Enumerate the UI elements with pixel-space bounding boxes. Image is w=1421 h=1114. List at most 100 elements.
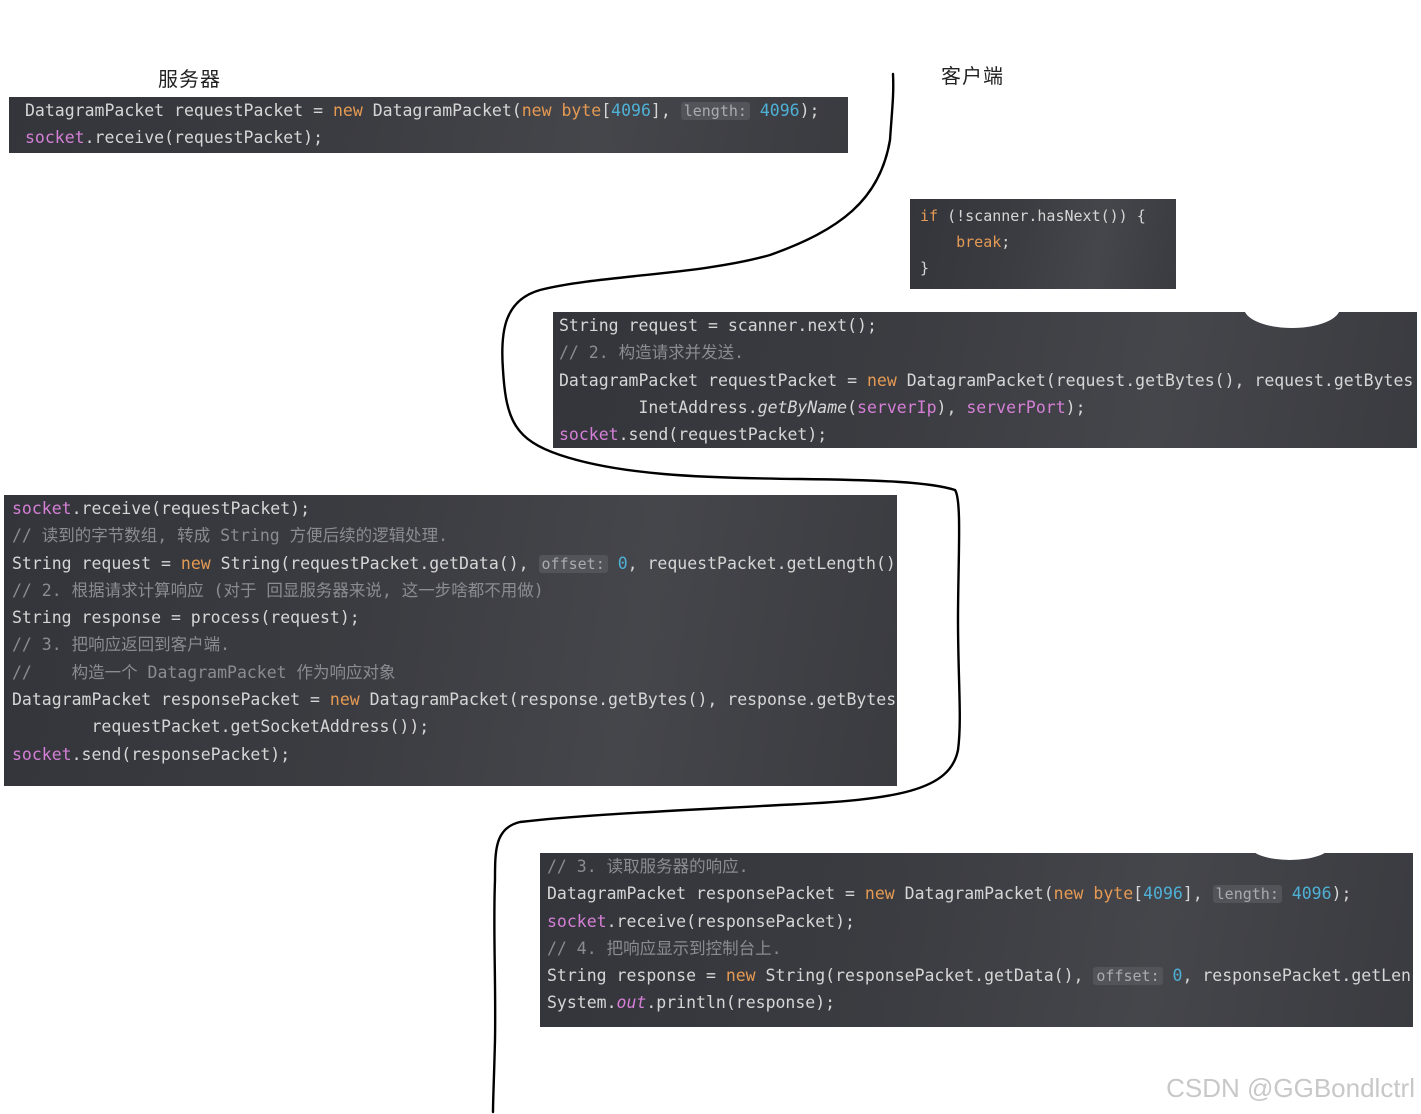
code-token: .receive(requestPacket); — [71, 499, 311, 518]
code-token — [1163, 966, 1173, 985]
code-token — [608, 554, 618, 573]
code-token: // 2. 构造请求并发送. — [559, 343, 745, 363]
code-token: 4096 — [1291, 884, 1332, 904]
code-token: new — [1053, 884, 1084, 904]
code-token: String(responsePacket.getData(), — [755, 966, 1094, 986]
code-line: String request = new String(requestPacke… — [12, 550, 897, 577]
code-token: DatagramPacket(response.getBytes(), resp… — [359, 690, 897, 710]
code-token: System. — [547, 993, 617, 1013]
decorative-bubble — [1250, 832, 1330, 860]
code-token: ); — [1065, 397, 1086, 417]
code-token: ], — [1182, 884, 1213, 904]
code-line: // 3. 把响应返回到客户端. — [12, 631, 897, 658]
code-line: // 读到的字节数组, 转成 String 方便后续的逻辑处理. — [12, 522, 897, 549]
code-token: 0 — [1172, 966, 1183, 986]
code-token: new — [864, 884, 895, 904]
code-token: ); — [1331, 884, 1352, 904]
code-token: String response = — [547, 966, 726, 986]
decorative-bubble — [1244, 288, 1340, 328]
code-token: length: — [1212, 885, 1282, 904]
client-receive-code-block: // 3. 读取服务器的响应. DatagramPacket responsePa… — [540, 853, 1413, 1027]
code-line: socket.receive(responsePacket); — [547, 908, 1413, 935]
code-token: , requestPacket.getLength() — [627, 553, 896, 573]
code-token: 4096 — [759, 101, 800, 120]
code-line: socket.receive(requestPacket); — [25, 124, 848, 151]
code-token: ); — [799, 101, 820, 120]
code-token: } — [920, 259, 930, 277]
code-line: } — [920, 255, 1176, 281]
code-line: DatagramPacket responsePacket = new Data… — [547, 880, 1413, 907]
code-token: // 3. 把响应返回到客户端. — [12, 635, 231, 655]
code-token — [1083, 884, 1093, 903]
code-token: serverIp — [857, 397, 937, 417]
code-token: socket — [12, 744, 72, 764]
code-token: ; — [1001, 233, 1011, 251]
code-line: // 2. 构造请求并发送. — [559, 339, 1417, 366]
code-token: socket — [12, 499, 72, 518]
code-token: .receive(requestPacket); — [84, 128, 324, 148]
code-token: // 4. 把响应显示到控制台上. — [547, 938, 782, 958]
code-token: // 2. 根据请求计算响应 (对于 回显服务器来说, 这一步啥都不用做) — [12, 580, 544, 600]
client-send-code-block: String request = scanner.next(); // 2. 构造… — [553, 312, 1417, 448]
code-token: 4096 — [611, 101, 651, 120]
client-check-code-block: if (!scanner.hasNext()) { break;} — [910, 199, 1176, 289]
code-token: .send(responsePacket); — [71, 744, 291, 764]
code-line: DatagramPacket responsePacket = new Data… — [12, 686, 897, 713]
code-token: new — [332, 101, 363, 120]
code-line: if (!scanner.hasNext()) { — [920, 203, 1176, 229]
code-token: 0 — [617, 553, 628, 573]
code-token — [920, 233, 956, 251]
code-token: socket — [559, 425, 619, 445]
code-token — [750, 101, 760, 120]
code-token: // 3. 读取服务器的响应. — [547, 857, 749, 876]
code-token: new — [180, 553, 211, 573]
code-token: // 构造一个 DatagramPacket 作为响应对象 — [12, 662, 396, 682]
code-line: socket.send(responsePacket); — [12, 741, 897, 768]
code-line: // 2. 根据请求计算响应 (对于 回显服务器来说, 这一步啥都不用做) — [12, 577, 897, 604]
client-label: 客户端 — [941, 64, 1004, 88]
code-token: .println(response); — [646, 993, 836, 1013]
code-token: new — [521, 101, 552, 120]
code-token: DatagramPacket( — [362, 101, 522, 120]
code-token: InetAddress. — [559, 397, 758, 417]
code-token: DatagramPacket requestPacket = — [25, 101, 333, 120]
code-token: byte — [1093, 884, 1134, 904]
code-token: new — [725, 966, 756, 986]
code-token: socket — [547, 911, 607, 931]
code-line: System.out.println(response); — [547, 989, 1413, 1016]
code-line: socket.receive(requestPacket); — [12, 495, 897, 522]
code-token: DatagramPacket( — [894, 884, 1054, 904]
code-token: serverPort — [966, 397, 1066, 417]
code-token: DatagramPacket responsePacket = — [547, 884, 865, 904]
code-token: ( — [847, 397, 858, 417]
code-token: .receive(responsePacket); — [606, 911, 855, 931]
code-line: break; — [920, 229, 1176, 255]
code-token: out — [616, 993, 647, 1013]
code-token: DatagramPacket responsePacket = — [12, 690, 330, 710]
code-token: offset: — [538, 554, 608, 573]
code-line: socket.send(requestPacket); — [559, 421, 1417, 448]
code-token: // 读到的字节数组, 转成 String 方便后续的逻辑处理. — [12, 526, 449, 546]
code-token: new — [866, 370, 897, 390]
code-token — [552, 101, 562, 120]
code-token — [1282, 884, 1292, 903]
code-line: // 3. 读取服务器的响应. — [547, 853, 1413, 880]
code-token: .send(requestPacket); — [618, 425, 828, 445]
code-token: offset: — [1093, 967, 1163, 986]
code-token: (!scanner.hasNext()) { — [938, 207, 1146, 225]
code-line: requestPacket.getSocketAddress()); — [12, 713, 897, 740]
code-line: String response = new String(responsePac… — [547, 962, 1413, 989]
code-token: String request = — [12, 553, 181, 573]
code-token: new — [329, 690, 360, 710]
code-token: [ — [1133, 884, 1144, 904]
code-token: String(requestPacket.getData(), — [210, 553, 539, 573]
code-token: [ — [601, 101, 612, 120]
code-token: break — [956, 233, 1002, 251]
code-token: byte — [561, 101, 602, 120]
code-token: String request = scanner.next(); — [559, 316, 877, 335]
code-line: // 构造一个 DatagramPacket 作为响应对象 — [12, 659, 897, 686]
server-receive-code-block: DatagramPacket requestPacket = new Datag… — [9, 97, 848, 153]
code-token: getByName — [757, 397, 848, 417]
code-token: if — [920, 207, 939, 225]
